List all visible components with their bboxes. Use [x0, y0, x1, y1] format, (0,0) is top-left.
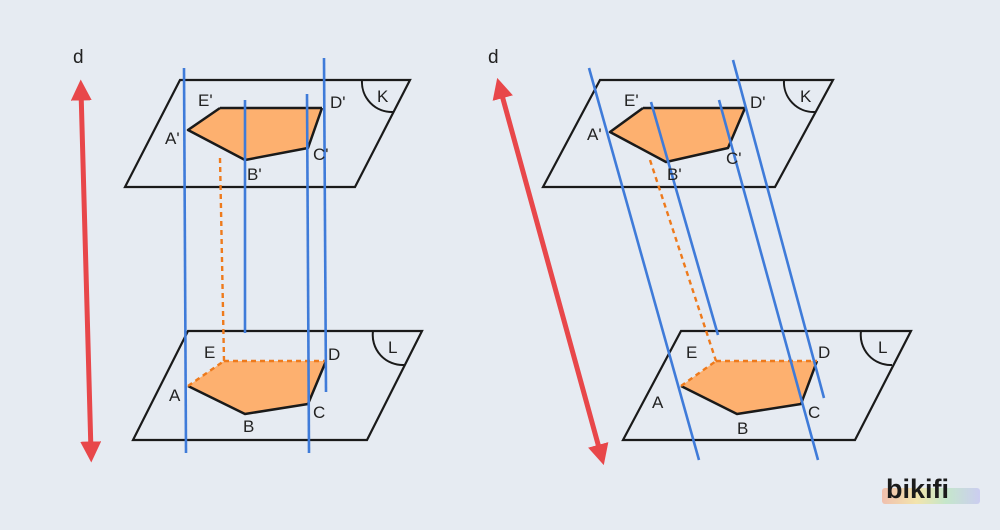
left-plane-k [123, 78, 412, 189]
left-plane-k-angle-mark [360, 79, 394, 114]
left-label-b: B [243, 417, 254, 436]
right-bottom-polygon [681, 361, 817, 414]
left-plane-l-angle-mark [371, 330, 405, 367]
left-label-a: A [169, 386, 181, 405]
right-bottom-polygon-outline [680, 360, 819, 416]
right-top-polygon [610, 108, 745, 162]
left-plane-k-label: K [377, 87, 389, 106]
left-projection-line-a [182, 67, 188, 454]
right-label-d: D [818, 343, 830, 362]
right-label-c-prime: C' [726, 149, 742, 168]
left-label-c-prime: C' [313, 145, 329, 164]
right-label-b-prime: B' [667, 165, 682, 184]
right-label-a: A [652, 393, 664, 412]
right-direction-arrow [492, 77, 609, 466]
right-projection-line-c [717, 99, 820, 461]
right-label-e-prime: E' [624, 91, 639, 110]
right-label-b: B [737, 419, 748, 438]
right-projection-line-d [731, 59, 826, 399]
left-projection-line-d [322, 57, 328, 393]
left-label-b-prime: B' [247, 165, 262, 184]
left-label-a-prime: A' [165, 129, 180, 148]
left-label-d: D [328, 345, 340, 364]
left-direction-label: d [73, 47, 84, 68]
right-label-e: E [686, 343, 697, 362]
left-plane-l [131, 329, 424, 442]
right-bottom-dashed-ae [680, 360, 717, 387]
left-projection-line-c [305, 93, 311, 454]
left-bottom-polygon-outline [187, 360, 328, 416]
right-plane-k [541, 78, 835, 189]
brand-logo-text: bikifi [886, 474, 950, 504]
right-direction-label: d [488, 47, 499, 68]
left-direction-arrow [70, 79, 102, 463]
left-bottom-polygon [188, 361, 326, 414]
right-projection-line-a [587, 67, 701, 461]
right-plane-l-label: L [878, 338, 887, 357]
right-plane-l-angle-mark [859, 330, 893, 367]
left-label-c: C [313, 403, 325, 422]
right-projection-line-b [649, 101, 720, 336]
right-plane-l [621, 329, 913, 442]
brand-logo-highlight [882, 488, 980, 504]
left-plane-l-label: L [388, 338, 397, 357]
left-hidden-projection-e [218, 157, 226, 362]
left-label-e-prime: E' [198, 91, 213, 110]
right-plane-k-label: K [800, 87, 812, 106]
left-label-d-prime: D' [330, 93, 346, 112]
right-figure: d K L A' B' C' D' E' A B C D [488, 47, 913, 466]
left-figure: d K L A' B' C' D' E' A B C D [70, 47, 424, 463]
right-label-c: C [808, 403, 820, 422]
right-label-d-prime: D' [750, 93, 766, 112]
right-plane-k-angle-mark [782, 79, 816, 114]
right-top-polygon-outline [608, 106, 747, 164]
brand-logo: bikifi [882, 474, 982, 508]
left-label-e: E [204, 343, 215, 362]
right-label-a-prime: A' [587, 125, 602, 144]
left-bottom-dashed-ae [187, 360, 225, 387]
